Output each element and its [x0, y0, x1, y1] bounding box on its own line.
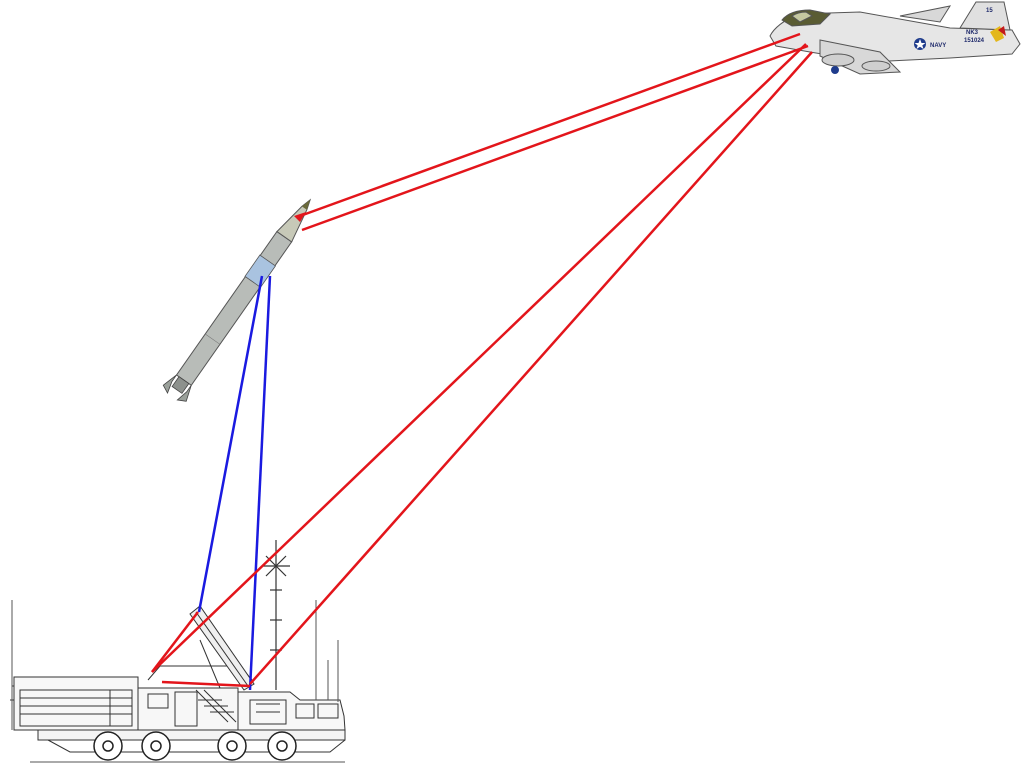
missile-icon — [162, 198, 312, 402]
aircraft-tail-code: 15 — [986, 8, 993, 14]
tracking-beams — [151, 32, 813, 688]
seeker-beam-1 — [299, 32, 801, 218]
star-insignia-icon — [831, 38, 926, 74]
aircraft-bureau-number: 151024 — [964, 38, 985, 44]
radar-beam-1 — [151, 43, 807, 673]
launcher-vehicle-icon — [10, 600, 346, 763]
seeker-marker — [294, 212, 306, 222]
vehicle-wheels — [93, 731, 297, 761]
seeker-beam-2 — [301, 44, 809, 232]
aircraft-squadron-code: NK3 — [966, 30, 979, 36]
uplink-beam-2 — [248, 275, 272, 691]
uplink-beams — [197, 275, 272, 691]
uplink-beam-1 — [197, 275, 264, 613]
radar-link-1 — [151, 611, 199, 673]
radar-link-2 — [161, 680, 251, 688]
aircraft-icon: NAVY 15 NK3 151024 — [769, 1, 1021, 75]
radar-beam-2 — [249, 51, 813, 685]
aircraft-service-marking: NAVY — [930, 43, 946, 49]
